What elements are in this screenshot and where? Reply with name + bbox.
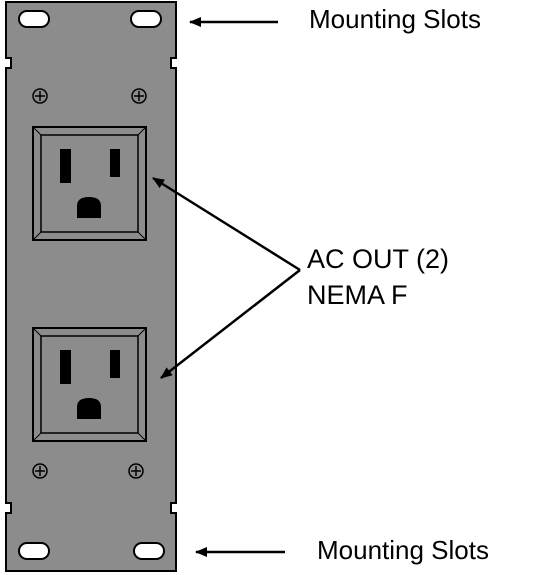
ac-outlet-top (32, 126, 147, 241)
arrow-ac-out-bottom (160, 269, 301, 379)
mounting-slot-top-right (130, 10, 162, 28)
screw-bottom-left (32, 463, 48, 479)
mounting-slot-bottom-right (133, 542, 165, 560)
arrow-ac-out-top (152, 176, 301, 272)
outlet-top-slot-left (60, 149, 71, 183)
screw-top-left (32, 88, 48, 104)
outlet-top-slot-right (110, 149, 120, 177)
ac-out-label-line1: AC OUT (2) (307, 244, 450, 274)
screw-top-right (131, 88, 147, 104)
outlet-bottom-slot-left (60, 350, 71, 384)
ac-out-label-line2: NEMA F (307, 280, 408, 310)
mounting-slot-top-left (18, 10, 50, 28)
outlet-top-ground (77, 197, 101, 218)
mounting-slots-bottom-label: Mounting Slots (317, 535, 489, 565)
outlet-bottom-slot-right (110, 350, 120, 378)
mounting-slots-top-label: Mounting Slots (309, 4, 481, 34)
outlet-bottom-ground (77, 398, 101, 419)
ac-out-label: AC OUT (2) NEMA F (307, 241, 449, 313)
ac-outlet-bottom (32, 327, 147, 442)
mounting-slot-bottom-left (18, 542, 50, 560)
screw-bottom-right (128, 463, 144, 479)
rack-panel (5, 1, 177, 572)
